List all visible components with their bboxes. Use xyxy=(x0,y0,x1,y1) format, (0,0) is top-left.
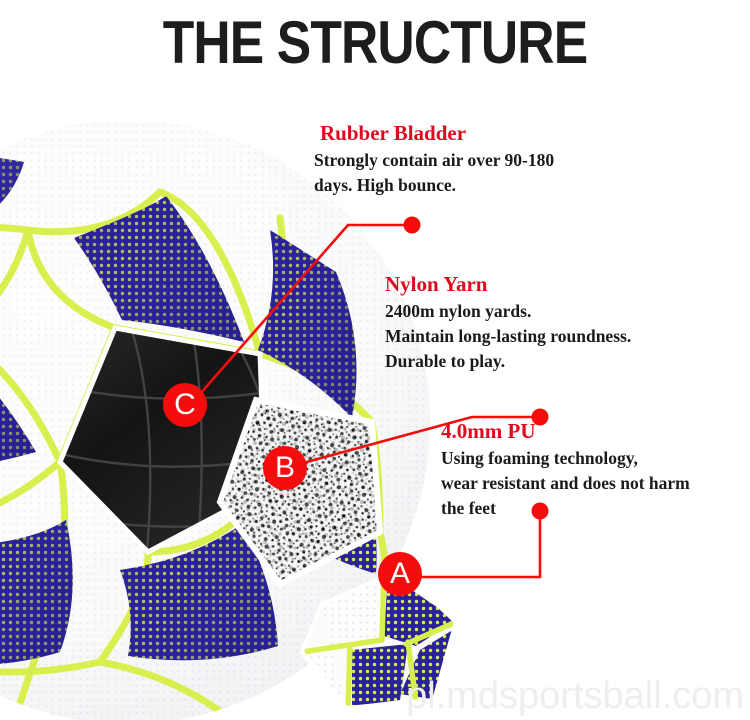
callout-marker-c[interactable]: C xyxy=(163,383,207,427)
callout-line: 2400m nylon yards. xyxy=(385,301,532,321)
soccer-ball-graphic xyxy=(0,122,459,720)
callout-text-pu: 4.0mm PU Using foaming technology, wear … xyxy=(441,419,690,521)
callout-line: wear resistant and does not harm xyxy=(441,473,690,493)
callout-line: the feet xyxy=(441,498,496,518)
callout-marker-a[interactable]: A xyxy=(378,552,422,596)
callout-line: Strongly contain air over 90-180 xyxy=(314,150,555,170)
callout-text-nylon-yarn: Nylon Yarn 2400m nylon yards. Maintain l… xyxy=(385,272,631,374)
soccer-ball-illustration xyxy=(0,122,480,720)
site-watermark: pl.mdsportsball.com xyxy=(406,675,744,717)
callout-line: Durable to play. xyxy=(385,351,506,371)
page-title: THE STRUCTURE xyxy=(162,9,588,76)
callout-line: Using foaming technology, xyxy=(441,448,638,468)
callout-line: Maintain long-lasting roundness. xyxy=(385,326,632,346)
callout-text-rubber-bladder: Rubber Bladder Strongly contain air over… xyxy=(314,121,554,198)
callout-heading-pu: 4.0mm PU xyxy=(441,419,536,443)
callout-marker-b[interactable]: B xyxy=(263,446,307,490)
callout-line: days. High bounce. xyxy=(314,175,456,195)
callout-heading-nylon-yarn: Nylon Yarn xyxy=(385,272,488,296)
callout-heading-rubber-bladder: Rubber Bladder xyxy=(320,121,467,145)
